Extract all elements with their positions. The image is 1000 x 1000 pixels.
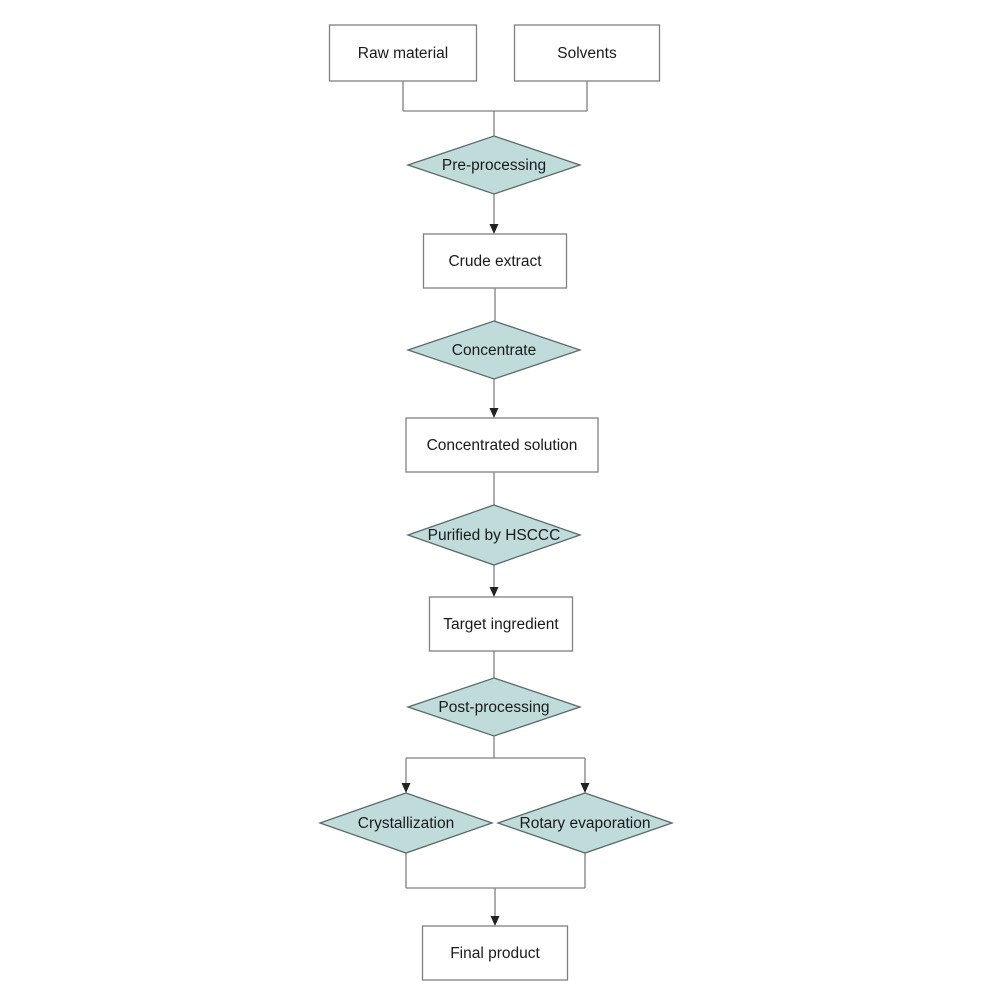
merge-bar-final bbox=[406, 887, 585, 926]
target-ingredient-box[interactable] bbox=[428, 596, 574, 652]
edge-post-processing-to-rotary-evaporation bbox=[580, 758, 590, 793]
post-processing-label: Post-processing bbox=[438, 699, 549, 716]
crude-extract-box[interactable] bbox=[422, 233, 568, 289]
raw-material-box[interactable] bbox=[328, 24, 478, 82]
final-product-box[interactable] bbox=[421, 925, 569, 981]
solvents-label: Solvents bbox=[557, 45, 617, 62]
crystallization-label: Crystallization bbox=[358, 815, 454, 832]
pre-processing-label: Pre-processing bbox=[442, 157, 546, 174]
node-layer: Raw material Solvents Pre-processing Cru… bbox=[318, 24, 674, 981]
arrow-head-icon bbox=[401, 783, 411, 793]
target-ingredient-label: Target ingredient bbox=[443, 616, 559, 633]
purified-by-hsccc-label: Purified by HSCCC bbox=[428, 527, 561, 544]
edge-purified-to-target-ingredient bbox=[489, 565, 499, 597]
node-solvents[interactable]: Solvents bbox=[513, 24, 661, 82]
node-purified-by-hsccc[interactable]: Purified by HSCCC bbox=[406, 504, 582, 566]
edge-post-processing-to-crystallization bbox=[401, 758, 411, 793]
node-crystallization[interactable]: Crystallization bbox=[318, 792, 494, 854]
node-target-ingredient[interactable]: Target ingredient bbox=[428, 596, 574, 652]
crude-extract-label: Crude extract bbox=[448, 253, 542, 270]
rotary-evaporation-label: Rotary evaporation bbox=[520, 815, 651, 832]
post-processing-diamond[interactable] bbox=[405, 677, 583, 737]
pre-processing-diamond[interactable] bbox=[405, 135, 583, 195]
arrow-head-icon bbox=[580, 783, 590, 793]
concentrate-diamond[interactable] bbox=[405, 320, 583, 380]
arrow-head-icon bbox=[489, 587, 499, 597]
merge-bar-top bbox=[403, 110, 587, 136]
node-crude-extract[interactable]: Crude extract bbox=[422, 233, 568, 289]
concentrate-label: Concentrate bbox=[452, 342, 536, 359]
node-concentrated-solution[interactable]: Concentrated solution bbox=[405, 417, 599, 473]
crystallization-diamond[interactable] bbox=[318, 792, 494, 854]
rotary-evaporation-diamond[interactable] bbox=[496, 792, 674, 854]
concentrated-solution-label: Concentrated solution bbox=[427, 437, 578, 454]
arrow-head-icon bbox=[489, 408, 499, 418]
concentrated-solution-box[interactable] bbox=[405, 417, 599, 473]
arrow-head-icon bbox=[489, 224, 499, 234]
node-concentrate[interactable]: Concentrate bbox=[405, 320, 583, 380]
node-raw-material[interactable]: Raw material bbox=[328, 24, 478, 82]
split-bar-bottom bbox=[406, 736, 585, 759]
connector-layer bbox=[401, 81, 590, 926]
arrow-head-icon bbox=[490, 916, 500, 926]
node-rotary-evaporation[interactable]: Rotary evaporation bbox=[496, 792, 674, 854]
purified-by-hsccc-diamond[interactable] bbox=[406, 504, 582, 566]
raw-material-label: Raw material bbox=[358, 45, 448, 62]
node-pre-processing[interactable]: Pre-processing bbox=[405, 135, 583, 195]
edge-concentrate-to-concentrated-solution bbox=[489, 379, 499, 418]
final-product-label: Final product bbox=[450, 945, 540, 962]
solvents-box[interactable] bbox=[513, 24, 661, 82]
edge-pre-processing-to-crude-extract bbox=[489, 194, 499, 234]
node-final-product[interactable]: Final product bbox=[421, 925, 569, 981]
node-post-processing[interactable]: Post-processing bbox=[405, 677, 583, 737]
